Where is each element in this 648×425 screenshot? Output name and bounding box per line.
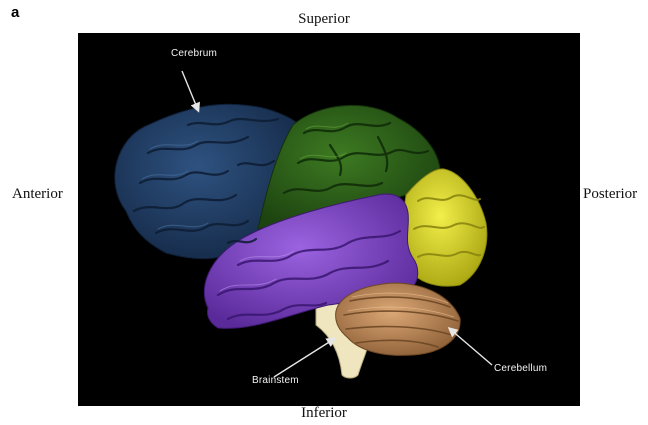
brain-figure: Cerebrum Brainstem Cerebellum [78, 33, 580, 406]
inferior-label: Inferior [0, 405, 648, 422]
cerebrum-arrow [182, 71, 198, 110]
anterior-label: Anterior [12, 186, 63, 203]
cerebellum-label: Cerebellum [494, 363, 547, 374]
cerebrum-label: Cerebrum [171, 48, 217, 59]
cerebellum-arrow [450, 329, 492, 365]
posterior-label: Posterior [583, 186, 637, 203]
brainstem-arrow [274, 339, 334, 377]
superior-label: Superior [0, 11, 648, 28]
brain-illustration [78, 33, 580, 406]
brainstem-label: Brainstem [252, 375, 299, 386]
